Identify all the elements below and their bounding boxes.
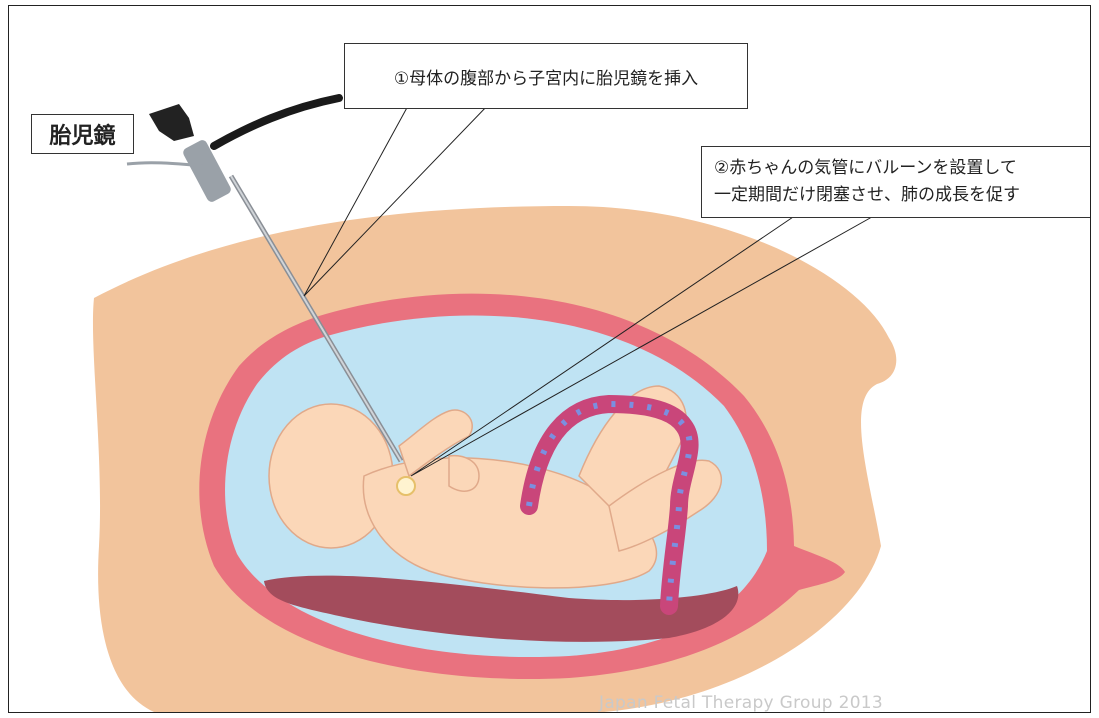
fetoscope-label: 胎児鏡 (31, 114, 134, 154)
callout-step2: ②赤ちゃんの気管にバルーンを設置して 一定期間だけ閉塞させ、肺の成長を促す (701, 146, 1091, 218)
callout-step1: ①母体の腹部から子宮内に胎児鏡を挿入 (344, 43, 748, 109)
balloon (397, 477, 415, 495)
fetoscopy-illustration (9, 6, 1091, 713)
fetoscope-eyepiece (149, 104, 194, 141)
callout-step2-line2: 一定期間だけ閉塞させ、肺の成長を促す (714, 182, 1091, 209)
copyright-credit: Japan Fetal Therapy Group 2013 (599, 693, 883, 713)
fetoscope-body (181, 138, 232, 203)
diagram-frame: 胎児鏡 ①母体の腹部から子宮内に胎児鏡を挿入 ②赤ちゃんの気管にバルーンを設置し… (8, 5, 1091, 713)
callout-step2-line1: ②赤ちゃんの気管にバルーンを設置して (714, 155, 1091, 182)
fetoscope-light-cable (214, 98, 339, 146)
